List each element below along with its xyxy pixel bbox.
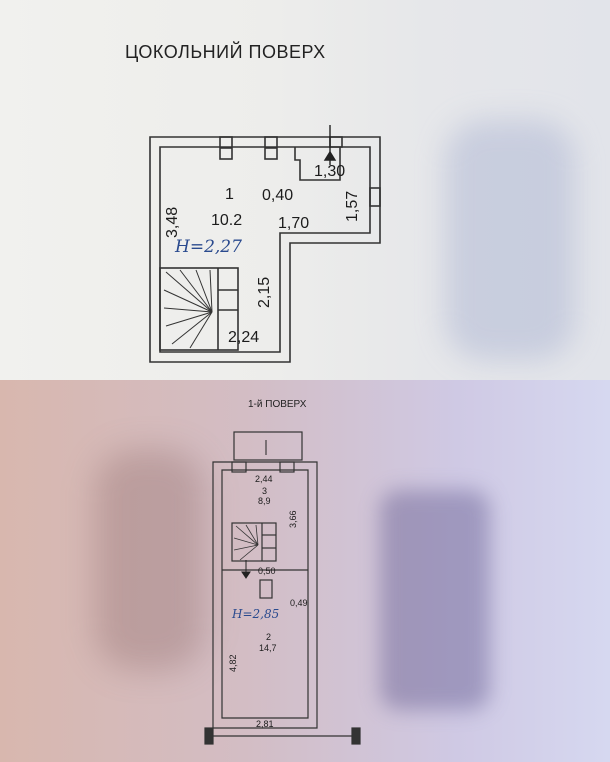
ground-outer-wall: [149, 136, 381, 363]
shadow-top: [445, 120, 575, 360]
room-1-number: 1: [225, 186, 234, 203]
first-porch: [233, 431, 303, 461]
dim-2-24: 2,24: [228, 329, 260, 346]
first-inner-wall: [221, 469, 309, 719]
room-1-area: 10.2: [211, 212, 243, 229]
dim-2-81: 2,81: [256, 719, 274, 729]
first-stair-box: [231, 522, 277, 562]
ground-stair-fan: [163, 269, 213, 349]
ground-window-right: [369, 187, 381, 207]
dim-1-70: 1,70: [278, 215, 310, 232]
ground-inner-wall: [159, 146, 371, 353]
dim-4-82: 4,82: [228, 654, 238, 672]
room-2-number: 2: [266, 632, 272, 642]
room-2-area: 14,7: [259, 643, 277, 653]
room-3-area: 8,9: [258, 496, 271, 506]
photo-background-bottom: [0, 380, 610, 762]
ground-entrance-arrow: [323, 125, 337, 165]
ground-stair-box: [159, 267, 239, 351]
ground-height-note: H=2,27: [175, 237, 242, 257]
dim-2-15: 2,15: [256, 276, 273, 308]
shadow-bottom-left: [95, 450, 205, 670]
first-height-note: H=2,85: [232, 607, 280, 621]
dim-2-44: 2,44: [255, 474, 273, 484]
shadow-bottom-right: [380, 490, 490, 710]
first-niche: [259, 579, 273, 599]
dim-0-50: 0,50: [258, 566, 276, 576]
dim-3-48: 3,48: [164, 206, 181, 238]
photo-background-top: [0, 0, 610, 380]
ground-floor-title: ЦОКОЛЬНИЙ ПОВЕРХ: [125, 42, 326, 62]
dim-3-66: 3,66: [288, 510, 298, 528]
dim-1-30: 1,30: [314, 163, 346, 180]
ground-window-3: [329, 136, 343, 148]
ground-alcove: [294, 147, 341, 181]
room-3-number: 3: [262, 486, 268, 496]
first-floor-plan: [204, 431, 361, 745]
first-stair-fan: [233, 524, 259, 561]
dim-0-49: 0,49: [290, 598, 308, 608]
dim-1-57: 1,57: [344, 190, 361, 222]
first-arrows: [241, 440, 267, 579]
dim-0-40: 0,40: [262, 187, 294, 204]
first-floor-title: 1-й ПОВЕРХ: [248, 399, 307, 410]
